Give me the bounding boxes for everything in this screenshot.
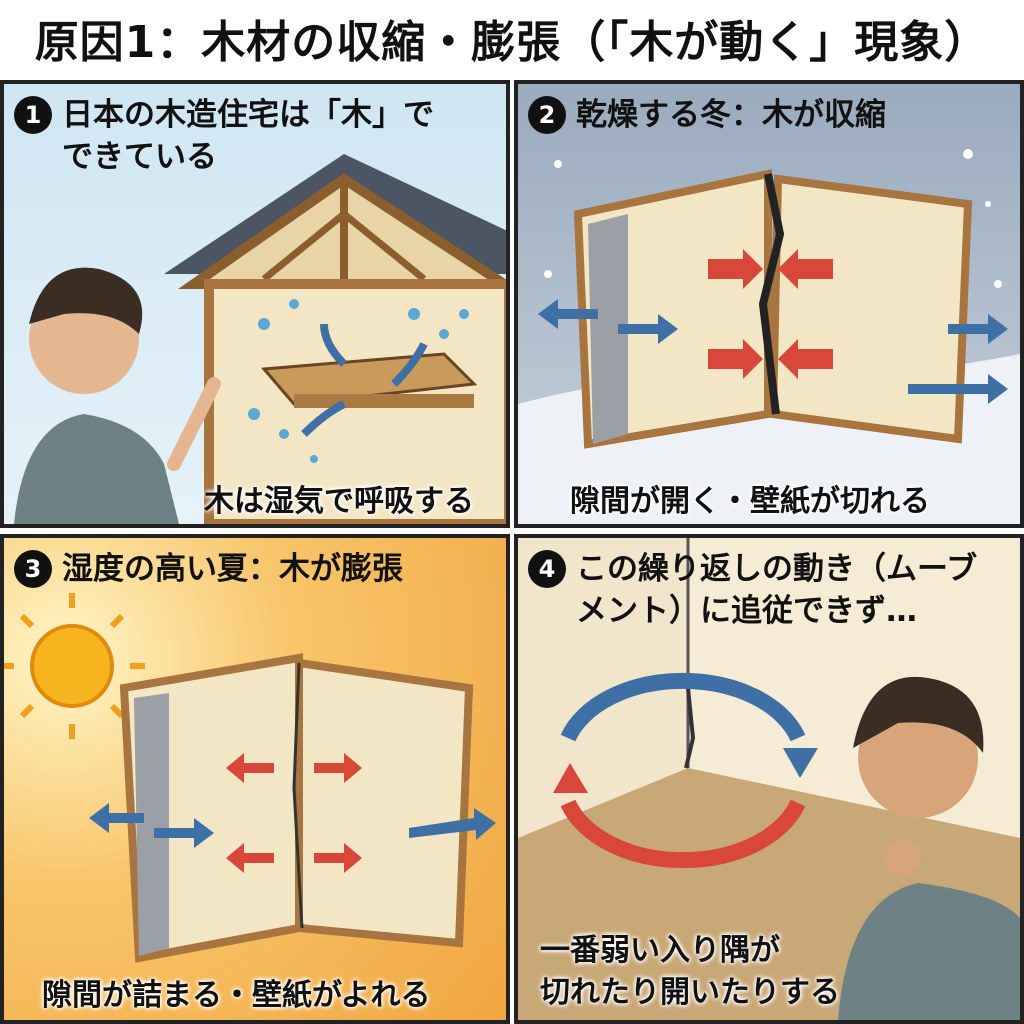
panel-heading: 1 日本の木造住宅は「木」でできている [14,94,434,178]
shrinking-wall-illustration [518,149,1020,524]
panel-heading: 3 湿度の高い夏：木が膨張 [14,548,403,590]
heading-line: 湿度の高い夏：木が膨張 [62,551,403,587]
heading-line: 日本の木造住宅は「木」で [62,97,434,133]
sun-icon [4,593,145,739]
panel-caption: 木は湿気で呼吸する [204,484,474,519]
panel-caption: 一番弱い入り隅が 切れたり開いたりする [540,930,840,1014]
heading-line: この繰り返しの動き（ムーブ [576,551,978,587]
caption-line: 切れたり開いたりする [540,975,840,1010]
house-illustration [14,154,506,524]
panel-wood-house: 1 日本の木造住宅は「木」でできている 木は湿気で呼吸する [0,80,510,528]
step-number-badge: 4 [528,550,566,588]
panel-summer-expand: 3 湿度の高い夏：木が膨張 隙間が詰まる・壁紙がよれる [0,534,510,1024]
expanding-wall-illustration [4,593,496,963]
caption-line: 一番弱い入り隅が [540,933,780,968]
panel-heading: 2 乾燥する冬：木が収縮 [528,94,886,136]
panel-winter-shrink: 2 乾燥する冬：木が収縮 隙間が開く・壁紙が切れる [514,80,1024,528]
heading-line: メント）に追従できず… [576,593,917,629]
panel-caption: 隙間が開く・壁紙が切れる [570,484,930,519]
heading-line: 乾燥する冬：木が収縮 [576,97,886,133]
corner-movement-illustration [518,538,1020,1020]
panel-repeated-movement: 4 この繰り返しの動き（ムーブメント）に追従できず… 一番弱い入り隅が 切れたり… [514,534,1024,1024]
step-number-badge: 2 [528,96,566,134]
page-title: 原因1：木材の収縮・膨張（「木が動く」現象） [34,17,990,68]
heading-line: できている [62,139,217,175]
step-number-badge: 1 [14,96,52,134]
step-number-badge: 3 [14,550,52,588]
panel-caption: 隙間が詰まる・壁紙がよれる [42,978,431,1013]
panel-heading: 4 この繰り返しの動き（ムーブメント）に追従できず… [528,548,977,632]
